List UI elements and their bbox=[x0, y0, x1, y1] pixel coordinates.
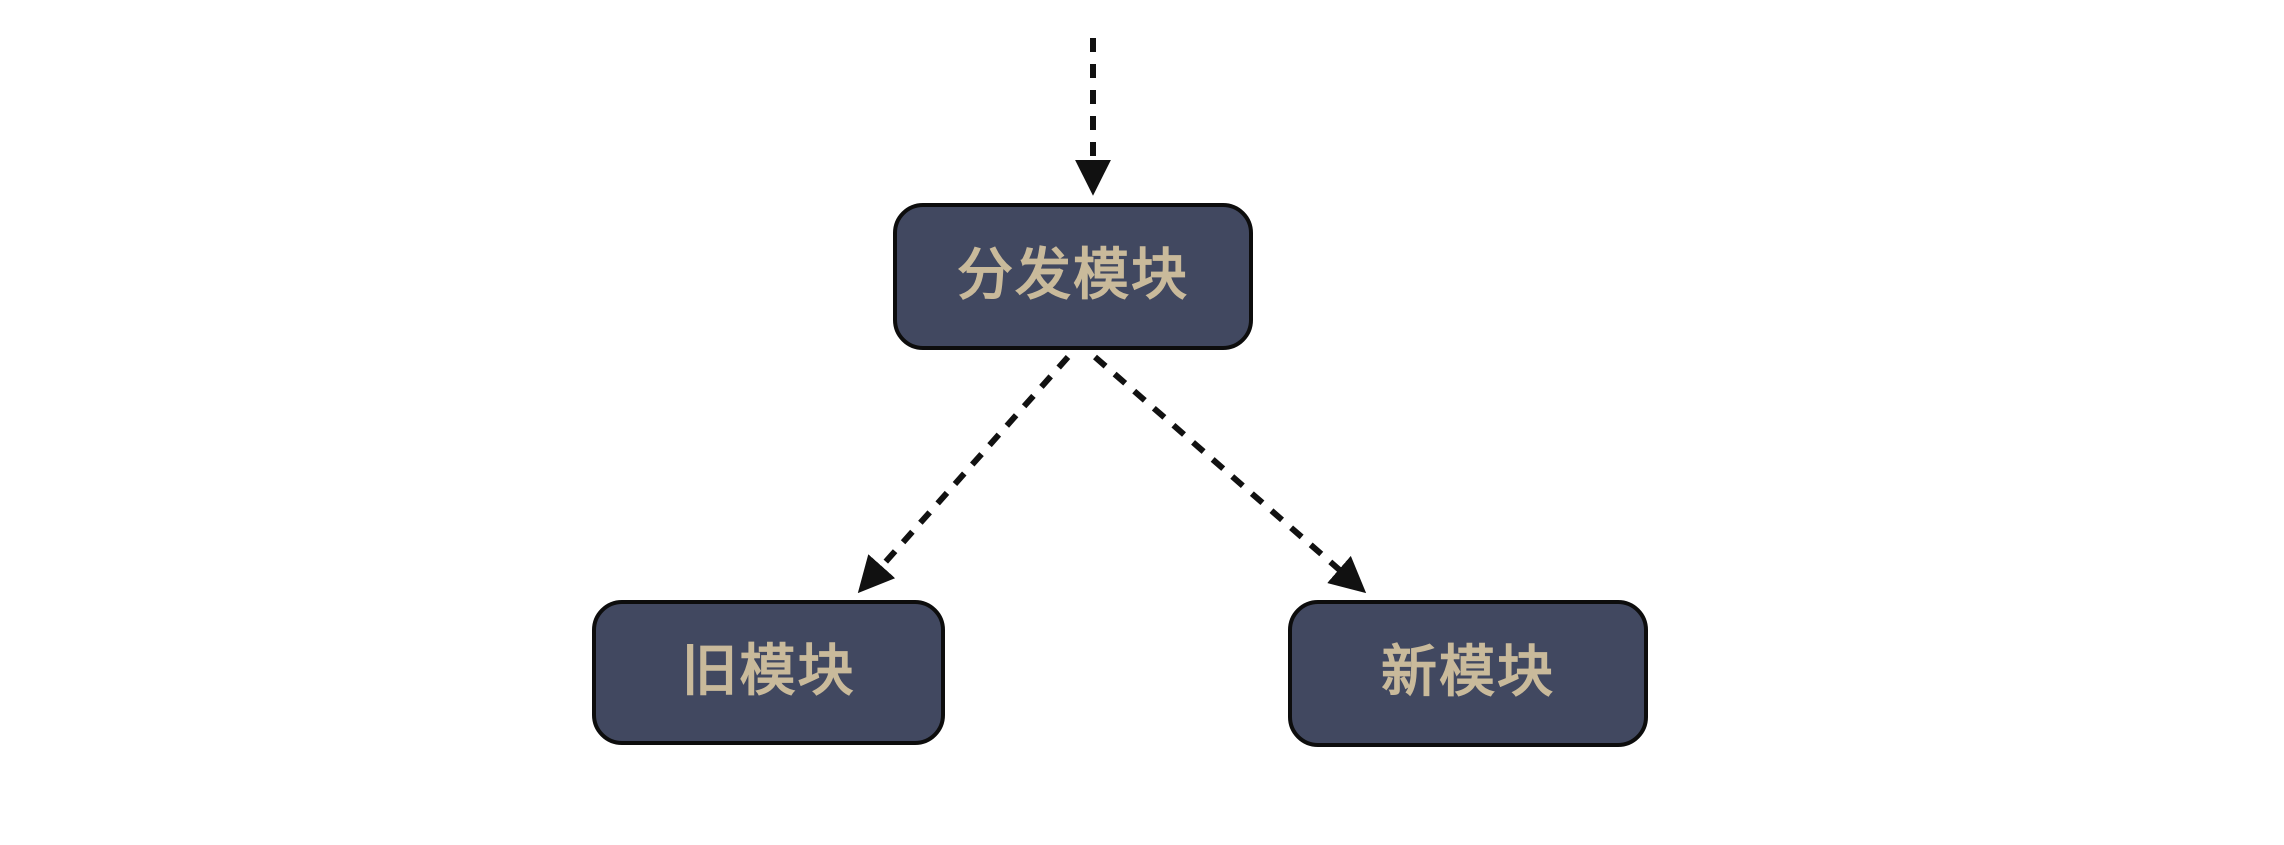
node-dispatch-module: 分发模块 bbox=[893, 203, 1253, 350]
node-new-module: 新模块 bbox=[1288, 600, 1648, 747]
node-old-module: 旧模块 bbox=[592, 600, 945, 745]
node-dispatch-module-label: 分发模块 bbox=[957, 242, 1189, 306]
node-new-module-label: 新模块 bbox=[1381, 639, 1555, 703]
edge-dispatch-to-old bbox=[857, 355, 1071, 594]
edge-dispatch-to-new bbox=[1093, 354, 1367, 594]
node-old-module-label: 旧模块 bbox=[681, 638, 856, 702]
